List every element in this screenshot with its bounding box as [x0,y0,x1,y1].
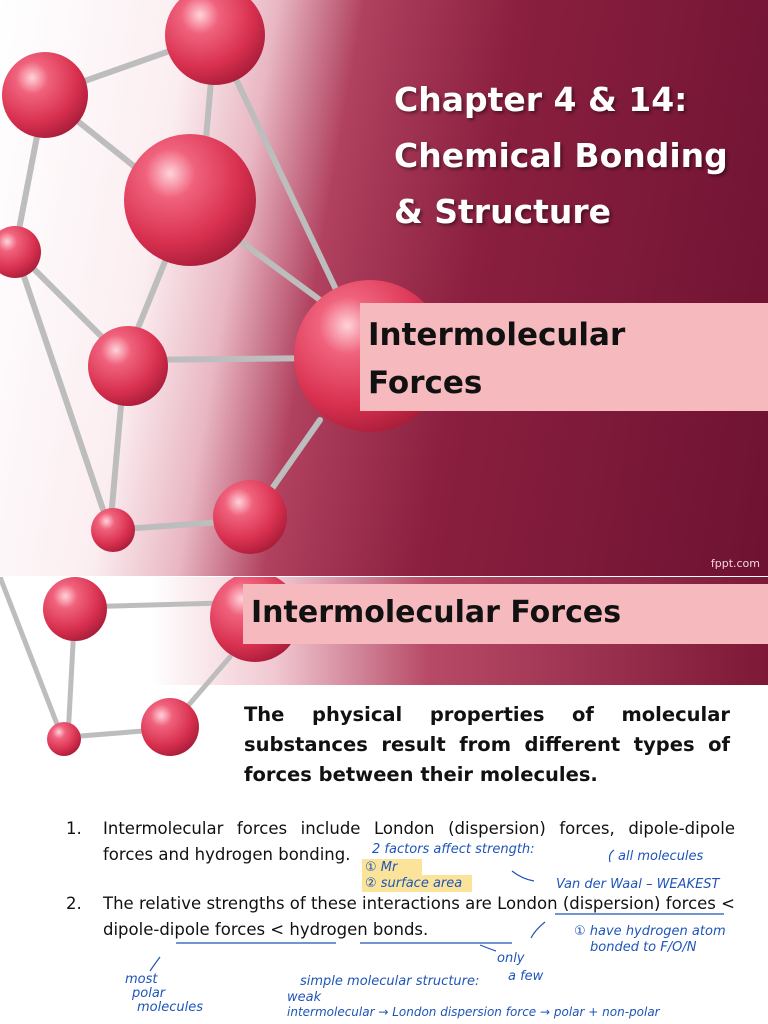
credit-text: fppt.com [710,557,760,570]
note-vdw: Van der Waal – WEAKEST [556,877,720,892]
title-line-2: Chemical Bonding [394,136,728,175]
highlight-mark [362,875,472,892]
note-polar: polar [132,986,166,1001]
note-factors: 2 factors affect strength: [372,842,535,857]
note-hydrogen-1: ① have hydrogen atom [574,924,726,939]
note-molecules: molecules [137,1000,203,1015]
title-line-3: & Structure [394,192,612,231]
note-surface-area: ② surface area [365,876,463,891]
note-most: most [125,972,158,987]
annotation-strokes [149,849,724,972]
list-text: Intermolecular forces include London (di… [103,819,735,864]
list-number: 2. [66,894,82,913]
slide-title-box: Intermolecular Forces [243,584,768,644]
note-chain: intermolecular → London dispersion force… [287,1005,660,1019]
title-line-1: Chapter 4 & 14: [394,80,688,119]
title-slide: Chapter 4 & 14: Chemical Bonding & Struc… [0,0,768,576]
highlight-mark [362,859,422,875]
subtitle-line-1: Intermolecular [368,317,626,353]
subtitle-box: Intermolecular Forces [360,303,768,411]
subtitle-line-2: Forces [368,365,483,401]
list-text: The relative strengths of these interact… [103,894,735,939]
content-slide: Intermolecular Forces The physical prope… [0,577,768,1024]
note-few: a few [508,969,544,984]
note-only: only [497,951,525,966]
list-number: 1. [66,819,82,838]
intro-paragraph: The physical properties of molecular sub… [244,703,730,786]
note-mr: ① Mr [365,860,398,875]
note-simple: simple molecular structure: [300,974,480,989]
slide-title: Intermolecular Forces [251,595,622,630]
note-all-molecules: all molecules [618,849,704,864]
slide-title: Chapter 4 & 14: Chemical Bonding & Struc… [394,72,764,240]
note-hydrogen-2: bonded to F/O/N [590,940,697,955]
note-weak: weak [287,990,322,1005]
